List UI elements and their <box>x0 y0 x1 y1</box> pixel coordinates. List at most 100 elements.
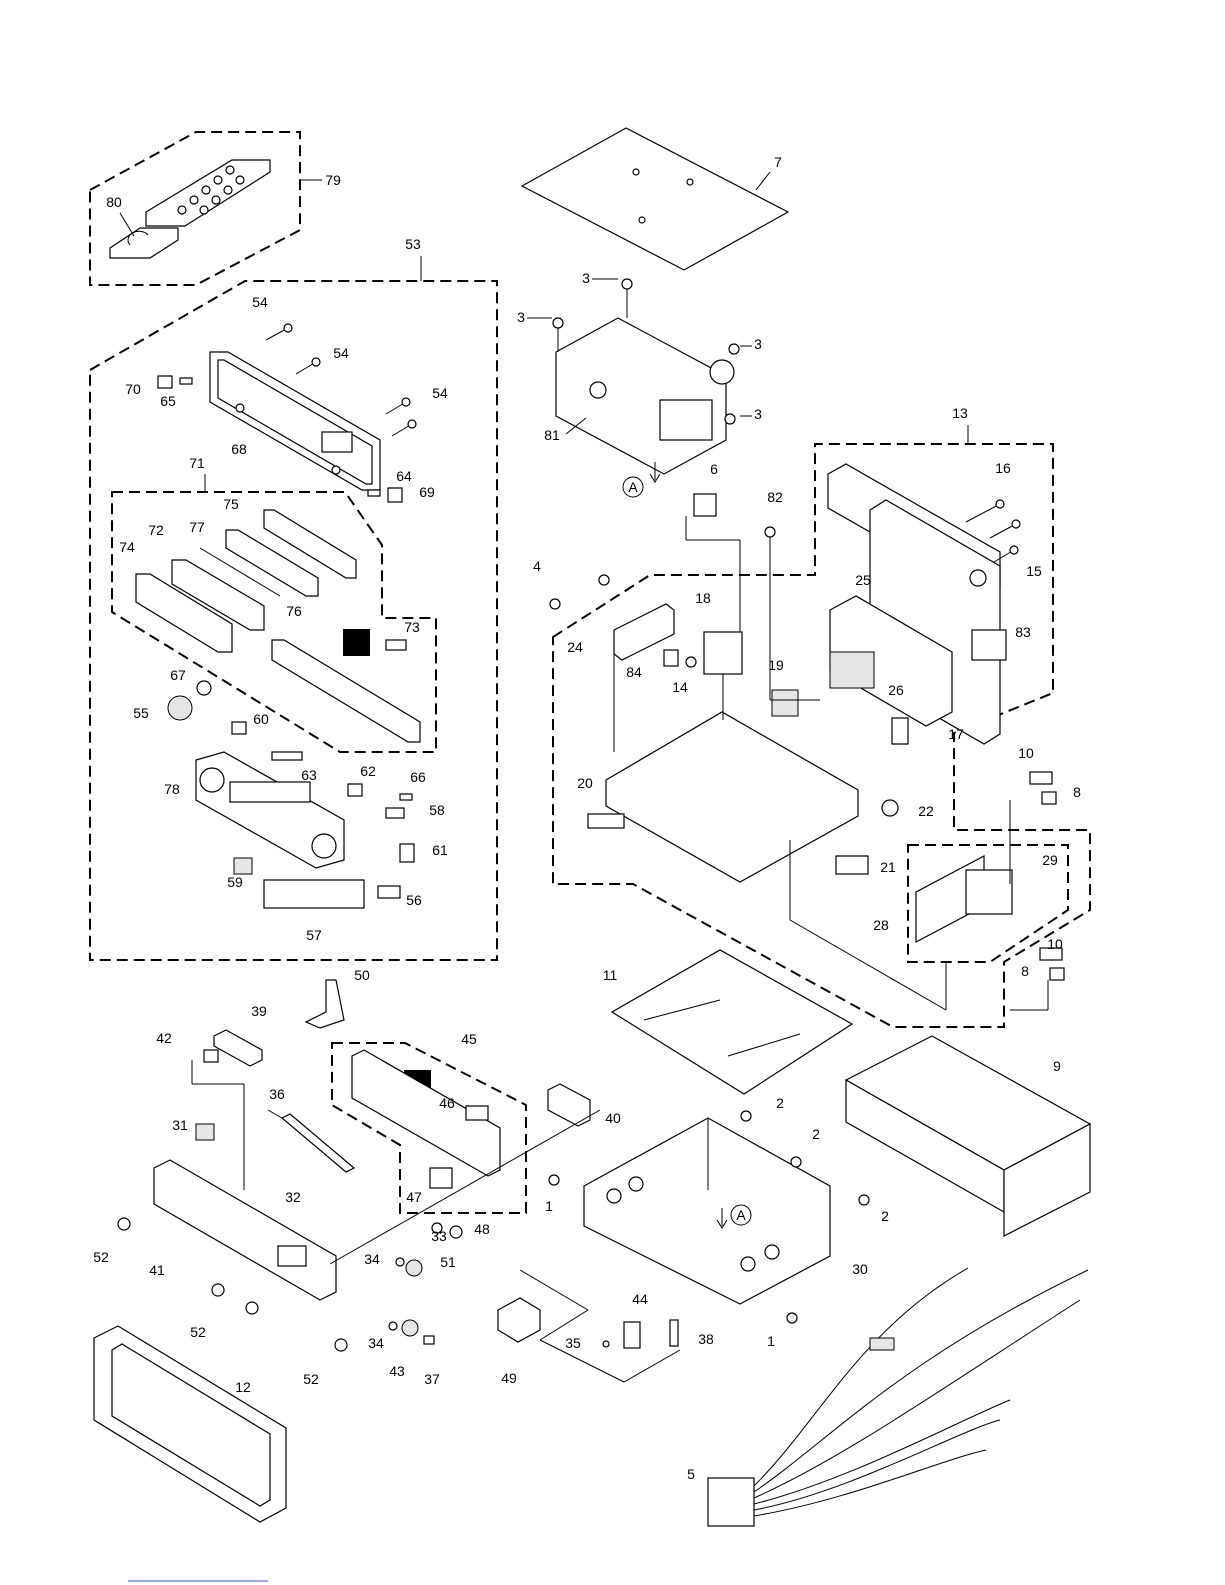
part-29 <box>966 870 1012 914</box>
part-number-label: 65 <box>160 393 176 409</box>
part-number-label: 22 <box>918 803 934 819</box>
part-number-label: 16 <box>995 460 1011 476</box>
part-number-label: 45 <box>461 1031 477 1047</box>
part-number-label: 50 <box>354 967 370 983</box>
part-number-label: 11 <box>603 967 618 983</box>
part-gear-43 <box>402 1320 418 1336</box>
part-connector-18 <box>704 632 742 674</box>
part-number-label: 41 <box>149 1262 165 1278</box>
part-number-label: 7 <box>774 154 782 170</box>
part-number-label: 52 <box>303 1371 319 1387</box>
part-number-label: 51 <box>440 1254 456 1270</box>
part-lever-44 <box>624 1322 640 1348</box>
part-number-label: 61 <box>432 842 448 858</box>
part-lever-32 <box>282 1114 354 1172</box>
part-insulator-11 <box>612 950 852 1094</box>
part-number-label: 13 <box>952 405 968 421</box>
part-ic-83 <box>972 630 1006 660</box>
part-screw-82 <box>765 527 775 537</box>
part-number-label: 54 <box>432 385 448 401</box>
part-number-label: 57 <box>306 927 322 943</box>
callout-a-lower: A <box>736 1207 746 1223</box>
part-number-label: 3 <box>754 336 762 352</box>
part-wiring-harness-5 <box>708 1268 1088 1526</box>
part-number-label: 47 <box>406 1189 422 1205</box>
part-number-label: 2 <box>812 1126 820 1142</box>
part-number-label: 79 <box>325 172 341 188</box>
part-20 <box>588 814 624 828</box>
part-number-label: 71 <box>189 455 205 471</box>
part-number-label: 3 <box>517 309 525 325</box>
part-number-label: 34 <box>368 1335 384 1351</box>
part-number-label: 70 <box>125 381 141 397</box>
part-switch-70 <box>158 376 172 388</box>
part-number-label: 26 <box>888 682 904 698</box>
part-number-label: 2 <box>776 1095 784 1111</box>
part-spring-65 <box>180 378 192 384</box>
part-number-label: 59 <box>227 874 243 890</box>
part-number-label: 49 <box>501 1370 517 1386</box>
part-number-label: 68 <box>231 441 247 457</box>
part-number-label: 60 <box>253 711 269 727</box>
part-spring-36 <box>268 1110 282 1118</box>
part-8b <box>1050 968 1064 980</box>
part-26 <box>830 652 874 688</box>
part-number-label: 35 <box>565 1335 581 1351</box>
part-switch-69 <box>388 488 402 502</box>
part-14 <box>686 657 696 667</box>
part-number-label: 30 <box>852 1261 868 1277</box>
part-number-label: 56 <box>406 892 422 908</box>
part-knob-59 <box>234 858 252 874</box>
part-front-panel <box>196 752 364 908</box>
part-number-label: 4 <box>533 558 541 574</box>
part-number-label: 3 <box>582 270 590 286</box>
part-number-label: 5 <box>687 1466 695 1482</box>
part-number-label: 46 <box>439 1095 455 1111</box>
part-number-label: 17 <box>948 726 964 742</box>
part-number-label: 2 <box>881 1208 889 1224</box>
part-spring-64 <box>368 490 380 496</box>
part-number-label: 25 <box>855 572 871 588</box>
part-number-label: 62 <box>360 763 376 779</box>
part-top-cover-7 <box>522 128 788 270</box>
part-chassis-30 <box>584 1118 830 1304</box>
part-button-62 <box>348 784 362 796</box>
part-number-label: 66 <box>410 769 426 785</box>
part-sub-panel-41 <box>154 1160 336 1300</box>
part-gear-51 <box>406 1260 422 1276</box>
part-spring-37 <box>424 1336 434 1344</box>
part-escutcheon-12 <box>94 1326 286 1522</box>
part-number-label: 10 <box>1018 745 1034 761</box>
part-17 <box>892 718 908 744</box>
part-number-label: 67 <box>170 667 186 683</box>
part-22 <box>882 800 898 816</box>
part-lever-58 <box>386 808 404 818</box>
part-number-label: 3 <box>754 406 762 422</box>
part-main-pcb <box>606 712 858 882</box>
part-knob-55 <box>168 696 192 720</box>
part-number-label: 1 <box>767 1333 775 1349</box>
part-number-label: 75 <box>223 496 239 512</box>
part-number-label: 29 <box>1042 852 1058 868</box>
part-remote-control <box>110 160 270 258</box>
part-number-label: 73 <box>404 619 420 635</box>
part-number-label: 20 <box>577 775 593 791</box>
part-number-label: 82 <box>767 489 783 505</box>
part-number-label: 52 <box>93 1249 109 1265</box>
part-screws-4 <box>550 575 609 609</box>
part-number-label: 63 <box>301 767 317 783</box>
part-number-label: 74 <box>119 539 135 555</box>
part-number-label: 81 <box>544 427 560 443</box>
part-bracket-49 <box>498 1298 540 1342</box>
part-number-label: 76 <box>286 603 302 619</box>
group-outline-main-board <box>553 444 1090 1027</box>
part-washers-35 <box>603 1341 609 1347</box>
part-number-label: 34 <box>364 1251 380 1267</box>
part-31 <box>196 1124 214 1140</box>
part-bracket-56 <box>378 886 400 898</box>
part-8a <box>1042 792 1056 804</box>
part-number-label: 52 <box>190 1324 206 1340</box>
part-number-label: 43 <box>389 1363 405 1379</box>
part-number-label: 19 <box>768 657 784 673</box>
part-spring-38 <box>670 1320 678 1346</box>
